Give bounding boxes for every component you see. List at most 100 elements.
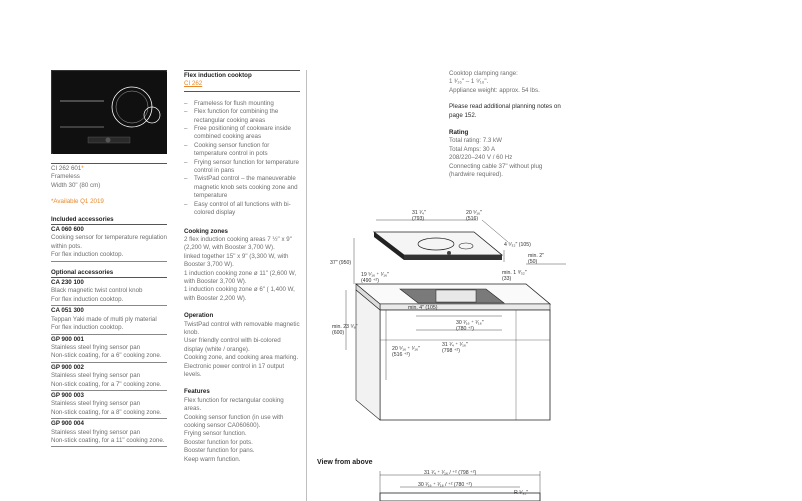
rating-item: Connecting cable 37" without plug (hardw… — [449, 162, 543, 179]
top-view-diagram — [379, 471, 541, 501]
feature-item: –Frying sensor function for temperature … — [184, 159, 300, 176]
appliance-weight: Appliance weight: approx. 54 lbs. — [449, 86, 540, 94]
accessory-note: Non-stick coating, for a 11" cooking zon… — [51, 437, 167, 448]
cooktop-photo — [51, 70, 167, 154]
dim-min-2: min. 2"(50) — [528, 253, 544, 265]
installation-drawing: 31 ¹⁄₄"(793) 20 ⁵⁄₁₆"(516) 4 ⁵⁄₃₂" (105)… — [316, 190, 576, 440]
dim-min-23: min. 23 ⁵⁄₈"(600) — [332, 324, 358, 336]
bullet-dash: – — [184, 200, 188, 208]
operation-item: TwistPad control with removable magnetic… — [184, 320, 300, 336]
accessory-description: Teppan Yaki made of multi ply material — [51, 315, 157, 323]
bullet-dash: – — [184, 158, 188, 166]
operation-item: User friendly control with bi-colored di… — [184, 337, 281, 353]
planning-notes: Please read additional planning notes on… — [449, 103, 561, 119]
rating-item: 208/220–240 V / 60 Hz — [449, 154, 513, 162]
rating-item: Total rating: 7.3 kW — [449, 137, 502, 145]
clamping-range-value: 1 ³⁄₁₆" – 1 ⁹⁄₁₆". — [449, 78, 489, 86]
accessory-code: CA 051 300 — [51, 307, 84, 315]
width: Width 30" (80 cm) — [51, 181, 101, 189]
installation-diagram — [345, 219, 566, 421]
accessory-description: Stainless steel frying sensor pan — [51, 400, 141, 408]
clamping-range-label: Cooktop clamping range: — [449, 70, 518, 77]
operation-title: Operation — [184, 312, 214, 320]
dim-37: 37" (950) — [330, 260, 352, 266]
operation-list: TwistPad control with removable magnetic… — [184, 321, 300, 380]
cooking-zones-list: 2 flex induction cooking areas 7 ½" x 9"… — [184, 236, 300, 303]
dim-cutout-depth: 19 ⁵⁄₁₆ ⁺ ¹⁄₁₆"(490 ⁺²) — [361, 272, 389, 284]
accessory-note: For flex induction cooktop. — [51, 324, 167, 335]
feature-text: Free positioning of cookware inside comb… — [194, 125, 291, 141]
feature-detail-item: Flex function for rectangular cooking ar… — [184, 396, 284, 413]
finish: Frameless — [51, 173, 80, 181]
feature-text: Frameless for flush mounting — [194, 99, 274, 107]
bullet-dash: – — [184, 99, 188, 107]
dim-cutout-width-outer: 31 ¹⁄₄ ⁺ ¹⁄₁₆"(798 ⁺²) — [442, 342, 468, 354]
operation-item: Cooking zone, and cooking area marking. — [184, 354, 299, 362]
view-from-above-title: View from above — [317, 459, 373, 466]
feature-text: Cooking sensor function for temperature … — [194, 141, 270, 158]
overview-column: Flex induction cooktop CI 262 –Frameless… — [184, 70, 300, 464]
cooking-zone-item: 2 flex induction cooking areas 7 ½" x 9"… — [184, 235, 292, 252]
accessory-note: Non-stick coating, for a 6" cooking zone… — [51, 352, 167, 363]
accessory-note: Non-stick coating, for a 7" cooking zone… — [51, 381, 167, 391]
bullet-dash: – — [184, 125, 188, 133]
availability-note: *Available Q1 2019 — [51, 198, 104, 206]
accessory-code: GP 900 001 — [51, 335, 84, 343]
features-detail-list: Flex function for rectangular cooking ar… — [184, 397, 300, 464]
accessory-note: Non-stick coating, for a 8" cooking zone… — [51, 409, 167, 420]
cooking-zone-item: 1 induction cooking zone ø 6" ( 1,400 W,… — [184, 286, 295, 302]
feature-item: –TwistPad control – the maneuverable mag… — [184, 175, 300, 200]
feature-item: –Easy control of all functions with bi-c… — [184, 201, 300, 218]
included-accessories-title: Included accessories — [51, 216, 167, 226]
bullet-dash: – — [184, 108, 188, 116]
overview-title: Flex induction cooktop — [184, 70, 300, 80]
feature-text: Easy control of all functions with bi-co… — [194, 200, 291, 217]
feature-item: –Free positioning of cookware inside com… — [184, 125, 300, 142]
feature-detail-item: Booster function for pans. — [184, 447, 255, 455]
accessory-code: GP 900 002 — [51, 363, 84, 371]
cooking-zone-item: linked together 15" x 9" (3,300 W, with … — [184, 252, 289, 269]
dim-height-cooktop: 4 ⁵⁄₃₂" (105) — [504, 242, 531, 248]
operation-item: Electronic power control in 17 output le… — [184, 362, 285, 378]
column-divider — [306, 70, 307, 501]
overview-rule — [184, 90, 300, 92]
accessory-description: Stainless steel frying sensor pan — [51, 372, 141, 380]
feature-item: –Frameless for flush mounting — [184, 100, 300, 108]
dim-cutout-depth-lower: 20 ⁵⁄₁₆ ⁺ ¹⁄₁₆"(516 ⁺²) — [392, 346, 420, 358]
feature-text: Flex function for combining the rectangu… — [194, 108, 279, 124]
accessory-code: GP 900 004 — [51, 420, 84, 428]
feature-detail-item: Frying sensor function. — [184, 430, 247, 438]
top-dim-inner: 30 ¹⁄₁₆ ⁺ ¹⁄₁₆ / ⁺² (780 ⁺²) — [418, 482, 472, 488]
dim-width-top: 31 ¹⁄₄"(793) — [412, 210, 426, 222]
rating-title: Rating — [449, 129, 469, 137]
feature-text: Frying sensor function for temperature c… — [194, 158, 299, 175]
cooktop-illustration — [53, 72, 167, 154]
feature-item: –Flex function for combining the rectang… — [184, 108, 300, 125]
accessory-description: Black magnetic twist control knob — [51, 287, 143, 295]
dim-cutout-width: 30 ¹⁄₁₆ ⁺ ¹⁄₁₆"(780 ⁺²) — [456, 320, 484, 332]
rating-item: Total Amps: 30 A — [449, 145, 496, 153]
feature-detail-item: Keep warm function. — [184, 455, 241, 463]
accessory-note: For flex induction cooktop. — [51, 296, 167, 307]
feature-detail-item: Booster function for pots. — [184, 438, 253, 446]
top-dim-radius: R ⁵⁄₃₂" — [514, 490, 529, 496]
cooking-zone-item: 1 induction cooking zone ø 11" (2,600 W,… — [184, 269, 297, 285]
optional-accessories-title: Optional accessories — [51, 269, 167, 279]
accessory-description: Stainless steel frying sensor pan — [51, 343, 141, 351]
feature-text: TwistPad control – the maneuverable magn… — [194, 175, 298, 200]
dim-depth-top: 20 ⁵⁄₁₆"(516) — [466, 210, 482, 222]
cooking-zones-title: Cooking zones — [184, 227, 229, 235]
feature-list: –Frameless for flush mounting–Flex funct… — [184, 100, 300, 218]
model-link[interactable]: CI 262 — [184, 80, 203, 88]
model-number: CI 262 601* — [51, 165, 84, 172]
bullet-dash: – — [184, 141, 188, 149]
accessory-description: Stainless steel frying sensor pan — [51, 428, 141, 436]
feature-detail-item: Cooking sensor function (in use with coo… — [184, 413, 284, 430]
